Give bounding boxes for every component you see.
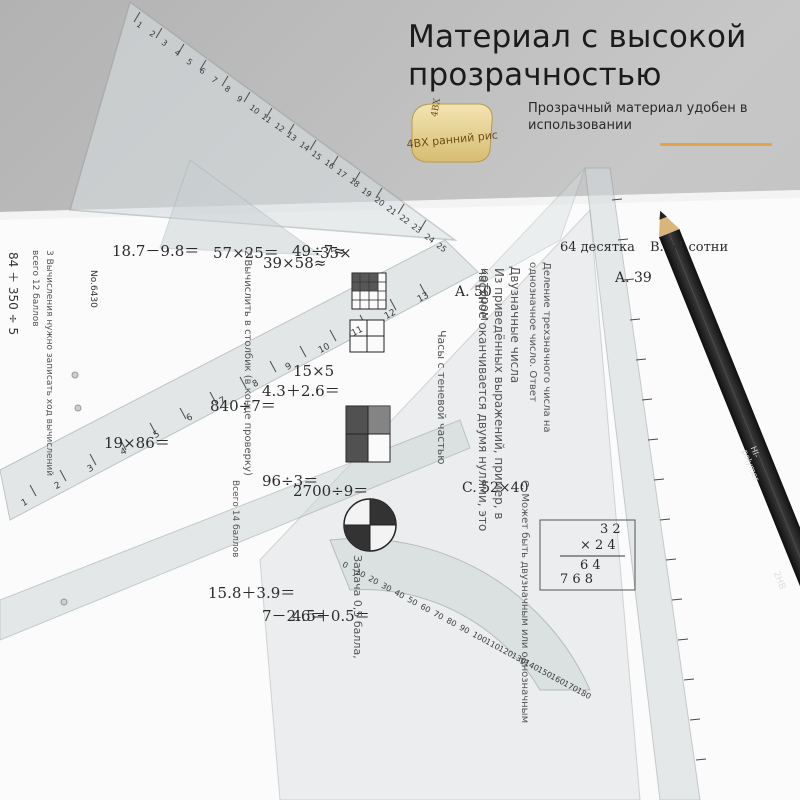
- ws-col3-row3: 4.3＋2.6＝: [262, 382, 340, 400]
- ws-col1-row2: 19×86＝: [104, 434, 170, 452]
- ws-col3-row2: 15×5: [293, 362, 335, 380]
- ws-col4-row3: A. 39: [615, 270, 652, 286]
- ws-col3-row7: 15.8＋3.9＝: [208, 584, 296, 602]
- headline-line-1: Материал с высокой: [408, 19, 747, 55]
- ws-col4-row1: A. 50: [455, 284, 492, 300]
- subheadline: Прозрачный материал удобен в использован…: [528, 100, 790, 134]
- ws-col3-row4: 840÷7＝: [210, 397, 276, 415]
- pencil: [658, 210, 800, 627]
- ws-col2-row3: 49÷7≈: [292, 242, 346, 260]
- ws-left-text-1: 3 Вычисления нужно записать ход вычислен…: [44, 250, 54, 477]
- headline: Материал с высокой прозрачностью: [408, 18, 788, 94]
- ws-rot-text-10: Всего 14 баллов: [230, 480, 240, 558]
- ws-rot-text-3: Двузначные числа: [508, 266, 522, 384]
- subheadline-line-2: использовании: [528, 118, 632, 133]
- ws-rot-text-8: С. Может быть двузначным или однозначным: [519, 480, 530, 724]
- grid-diagram-small: [349, 319, 385, 353]
- ws-col3-row1: 35×: [320, 244, 352, 262]
- ws-col4-row5: B. 64 сотни: [650, 240, 729, 255]
- ws-mult-2: × 2 4: [580, 538, 616, 553]
- ws-col3-row8: 7－2.6＝: [262, 607, 326, 625]
- ws-mult-1: 3 2: [600, 522, 621, 537]
- protractor: [329, 538, 591, 691]
- ws-col1-row1: 18.7－9.8＝: [112, 242, 200, 260]
- subheadline-line-1: Прозрачный материал удобен в: [528, 101, 748, 116]
- ws-mult-3: 6 4: [580, 558, 601, 573]
- ws-col3-row5: 96÷3＝: [262, 472, 319, 490]
- ws-col4-row4: 64 десятка: [560, 240, 635, 255]
- grid-diagram-top: [351, 272, 387, 310]
- ws-col3-row6: 2700÷9＝: [293, 482, 369, 500]
- grid-diagram-middle: [345, 405, 391, 463]
- ws-rot-text-5: частное оканчивается двумя нулями, это: [476, 268, 490, 532]
- ruler-ticks-top: [133, 11, 427, 231]
- ws-left-text-4: No.6430: [88, 270, 98, 308]
- ws-left-text-2: всего 12 баллов: [30, 250, 40, 327]
- ws-col3-row9: 4.5＋0.5＝: [292, 607, 370, 625]
- ws-rot-text-1: Деление трехзначного числа на: [541, 262, 552, 433]
- ws-rot-text-9: 2 Вычислить в столбик (в конце проверку): [242, 250, 253, 476]
- ws-col2-row2: 39×58≈: [263, 254, 327, 272]
- ws-col4-row2: C. 52×40: [462, 480, 529, 496]
- headline-line-2: прозрачностью: [408, 57, 662, 93]
- ws-rot-text-2: однозначное число. Ответ: [527, 262, 538, 402]
- multiplication-box: [539, 519, 636, 591]
- ws-left-text-3: 84 ＋ 350 ÷ 5: [6, 252, 20, 336]
- lower-ruler: [0, 419, 471, 641]
- ws-col2-row1: 57×25＝: [213, 244, 279, 262]
- accent-underline: [660, 143, 772, 146]
- worksheet-paper: [0, 190, 800, 800]
- ruler-ticks-right: [611, 198, 707, 761]
- ws-mult-4: 7 6 8: [560, 572, 594, 587]
- diagonal-ruler: [0, 239, 479, 521]
- ws-rot-text-6: Часы с теневой частью: [435, 330, 448, 465]
- eraser: [411, 103, 493, 163]
